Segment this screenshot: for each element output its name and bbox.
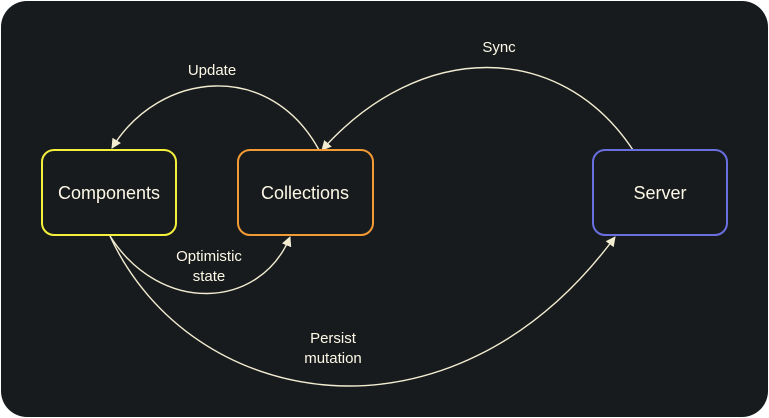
- edge-sync: [321, 66, 634, 151]
- edge-label-sync: Sync: [482, 39, 516, 56]
- node-collections: Collections: [237, 149, 374, 236]
- node-server-label: Server: [633, 183, 686, 203]
- edge-persist-mutation: [109, 235, 616, 387]
- edge-label-persist-line2: mutation: [304, 350, 362, 367]
- edge-label-optimistic-line2: state: [193, 268, 226, 285]
- edge-label-optimistic-line1: Optimistic: [176, 248, 242, 265]
- edge-update: [111, 85, 320, 151]
- node-components: Components: [41, 149, 177, 236]
- node-components-box: [41, 149, 177, 236]
- node-server: Server: [592, 149, 728, 236]
- edge-label-persist-line1: Persist: [310, 330, 357, 347]
- node-server-box: [592, 149, 728, 236]
- node-collections-box: [237, 149, 374, 236]
- node-collections-label: Collections: [261, 183, 349, 203]
- edge-optimistic-state: [109, 235, 292, 295]
- edge-label-update: Update: [188, 62, 236, 79]
- node-components-label: Components: [58, 183, 160, 203]
